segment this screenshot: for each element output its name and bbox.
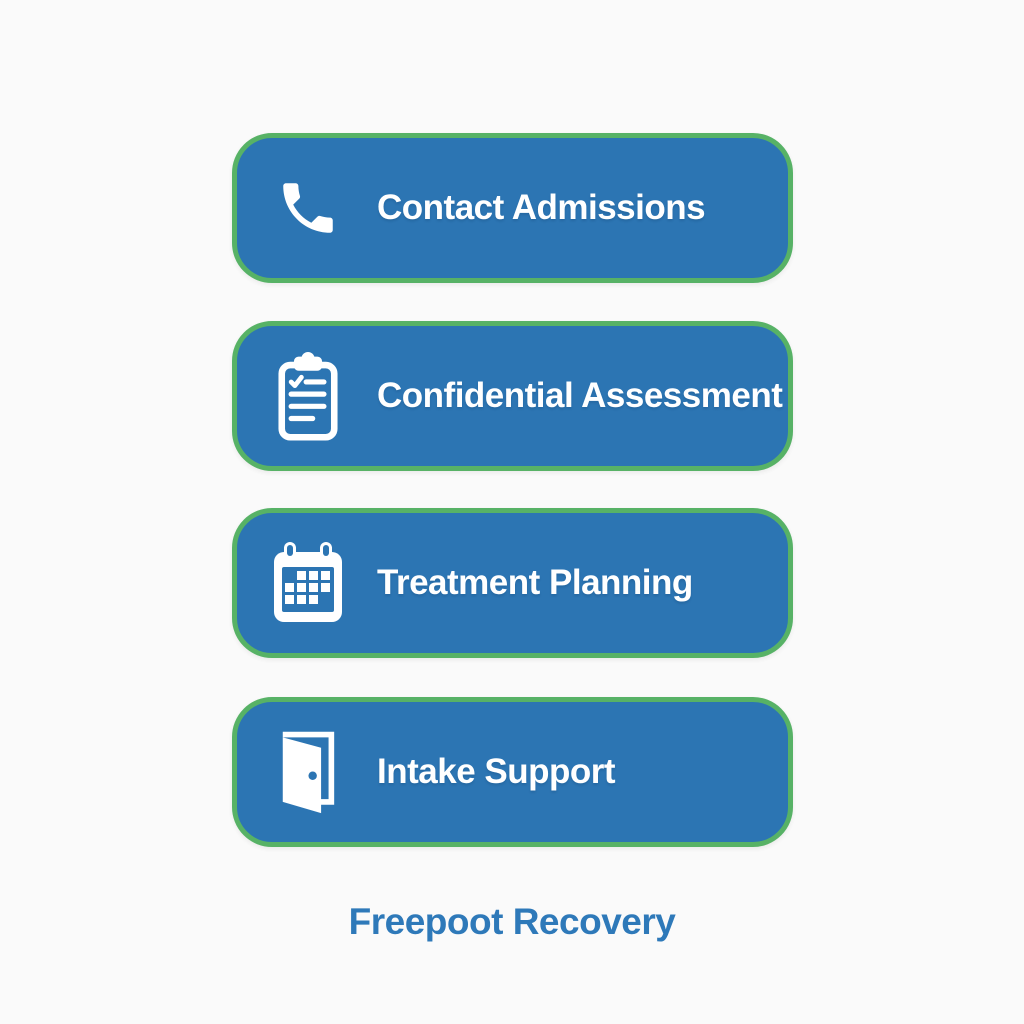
- confidential-assessment-label: Confidential Assessment: [377, 376, 783, 415]
- brand-title: Freepoot Recovery: [348, 901, 676, 942]
- intake-support-label: Intake Support: [377, 752, 616, 791]
- phone-icon: [271, 175, 345, 241]
- contact-admissions-label: Contact Admissions: [377, 188, 706, 227]
- clipboard-checklist-icon: [271, 351, 345, 441]
- treatment-planning-label: Treatment Planning: [377, 563, 693, 602]
- treatment-planning-button[interactable]: Treatment Planning: [232, 508, 793, 658]
- open-door-icon: [271, 729, 345, 815]
- calendar-icon: [271, 540, 345, 626]
- intake-support-button[interactable]: Intake Support: [232, 697, 793, 847]
- contact-admissions-button[interactable]: Contact Admissions: [232, 133, 793, 283]
- confidential-assessment-button[interactable]: Confidential Assessment: [232, 321, 793, 471]
